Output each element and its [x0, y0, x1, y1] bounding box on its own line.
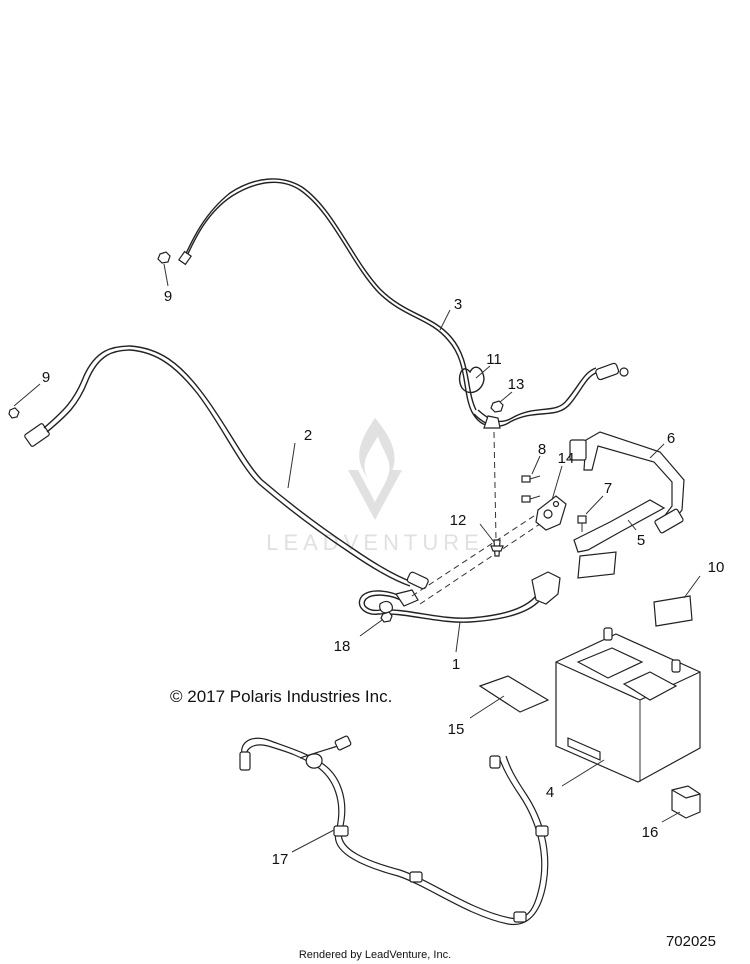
callout-8: 8: [538, 441, 546, 458]
callout-1: 1: [452, 656, 460, 673]
assembly-lines: [411, 431, 547, 605]
leader-lines: [13, 263, 701, 853]
bolt-part-7: [577, 515, 587, 532]
callout-2: 2: [304, 427, 312, 444]
diagram-number: 702025: [666, 933, 716, 950]
nut-part-9-left: [8, 407, 20, 419]
pad-part-5: [577, 551, 617, 579]
pad-part-10: [653, 595, 693, 627]
cable-part-1: [358, 571, 561, 623]
nut-part-18: [380, 611, 393, 623]
callout-16: 16: [642, 824, 659, 841]
callout-14: 14: [558, 450, 575, 467]
callout-3: 3: [454, 296, 462, 313]
callout-5: 5: [637, 532, 645, 549]
callout-13: 13: [508, 376, 525, 393]
callout-10: 10: [708, 559, 725, 576]
relay-part-14: [535, 495, 567, 531]
callout-4: 4: [546, 784, 554, 801]
footer-credit: Rendered by LeadVenture, Inc.: [299, 949, 451, 961]
callout-15: 15: [448, 721, 465, 738]
callout-6: 6: [667, 430, 675, 447]
cable-part-3: [178, 178, 629, 429]
copyright-text: © 2017 Polaris Industries Inc.: [170, 687, 392, 706]
callout-9-left: 9: [42, 369, 50, 386]
nut-part-13: [490, 400, 504, 413]
callout-11: 11: [486, 351, 502, 368]
callout-9-top: 9: [164, 288, 172, 305]
harness-part-17: [239, 735, 549, 926]
leadventure-watermark: LEADVENTURE: [266, 418, 484, 555]
bracket-part-5: [573, 499, 666, 553]
callout-7: 7: [604, 480, 612, 497]
sticker-part-15: [478, 675, 550, 713]
bolt-part-8: [521, 475, 541, 503]
cable-part-2: [24, 345, 429, 590]
battery-strap-part-6: [569, 431, 685, 534]
nut-part-9-top: [157, 251, 171, 264]
callouts: 9 9 2 3 11 13 8 14 7 6 5 10 12 18 1 15 4…: [42, 288, 725, 868]
callout-17: 17: [272, 851, 289, 868]
battery-part-4: [555, 627, 701, 783]
callout-18: 18: [334, 638, 351, 655]
callout-12: 12: [450, 512, 467, 529]
relay-part-16: [671, 785, 701, 819]
watermark-text: LEADVENTURE: [266, 530, 484, 555]
fastener-part-12: [490, 539, 504, 557]
